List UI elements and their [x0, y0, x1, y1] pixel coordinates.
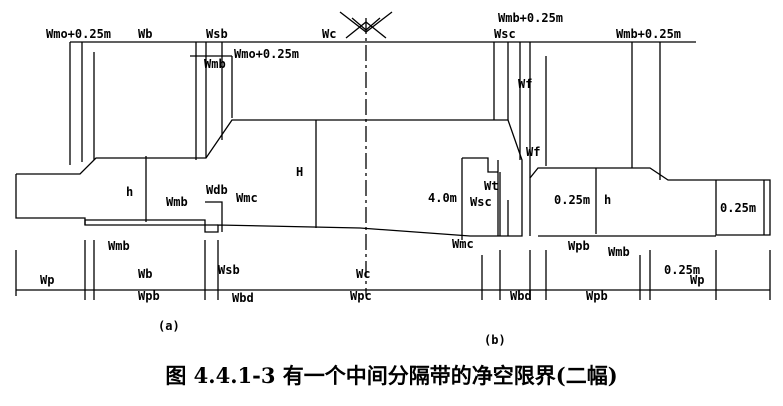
label-025-mid: 0.25m [554, 193, 590, 207]
label-wsb-low: Wsb [218, 263, 240, 277]
label-wc-top: Wc [322, 27, 336, 41]
label-wp-left: Wp [40, 273, 54, 287]
label-wmb-left-low: Wmb [108, 239, 130, 253]
label-wmb-025-top: Wmb+0.25m [498, 11, 563, 25]
inner-box [462, 157, 498, 173]
label-wbd-left: Wbd [232, 291, 254, 305]
label-wpc: Wpc [350, 289, 372, 303]
label-h-left: h [126, 185, 133, 199]
road-profile [84, 219, 500, 237]
panel-label-a: (a) [158, 319, 180, 333]
clearance-outline-right [529, 167, 771, 236]
label-wp-right: Wp [690, 273, 704, 287]
label-wmb-mid: Wmb [166, 195, 188, 209]
outline-lines [15, 11, 771, 300]
label-H: H [296, 165, 303, 179]
label-wc-low: Wc [356, 267, 370, 281]
label-025-low: 0.25m [664, 263, 700, 277]
median-box [205, 201, 223, 220]
label-wb-top: Wb [138, 27, 152, 41]
center-symbol [339, 11, 393, 39]
label-wsc-top: Wsc [494, 27, 516, 41]
label-wf-upper: Wf [518, 77, 532, 91]
label-wmc-left: Wmc [236, 191, 258, 205]
label-wf-lower: Wf [526, 145, 540, 159]
label-wmo-025-top: Wmo+0.25m [46, 27, 111, 41]
figure-caption: 图 4.4.1-3 有一个中间分隔带的净空限界(二幅) [165, 363, 618, 388]
label-4-0m: 4.0m [428, 191, 457, 205]
label-h-right: h [604, 193, 611, 207]
label-wmb-025-right: Wmb+0.25m [616, 27, 681, 41]
label-wsb-top: Wsb [206, 27, 228, 41]
clearance-outline-left [15, 119, 523, 237]
label-wmb-small: Wmb [204, 57, 226, 71]
label-wdb: Wdb [206, 183, 228, 197]
label-wt: Wt [484, 179, 498, 193]
label-wpb-right-low: Wpb [568, 239, 590, 253]
label-wpb-left: Wpb [138, 289, 160, 303]
label-wmc-right: Wmc [452, 237, 474, 251]
label-wbd-right: Wbd [510, 289, 532, 303]
label-025-right: 0.25m [720, 201, 756, 215]
label-wb-low: Wb [138, 267, 152, 281]
label-wsc-mid: Wsc [470, 195, 492, 209]
label-wpb-right: Wpb [586, 289, 608, 303]
label-wmo-025-mid: Wmo+0.25m [234, 47, 299, 61]
panel-label-b: (b) [484, 333, 506, 347]
label-wmb-right-low: Wmb [608, 245, 630, 259]
